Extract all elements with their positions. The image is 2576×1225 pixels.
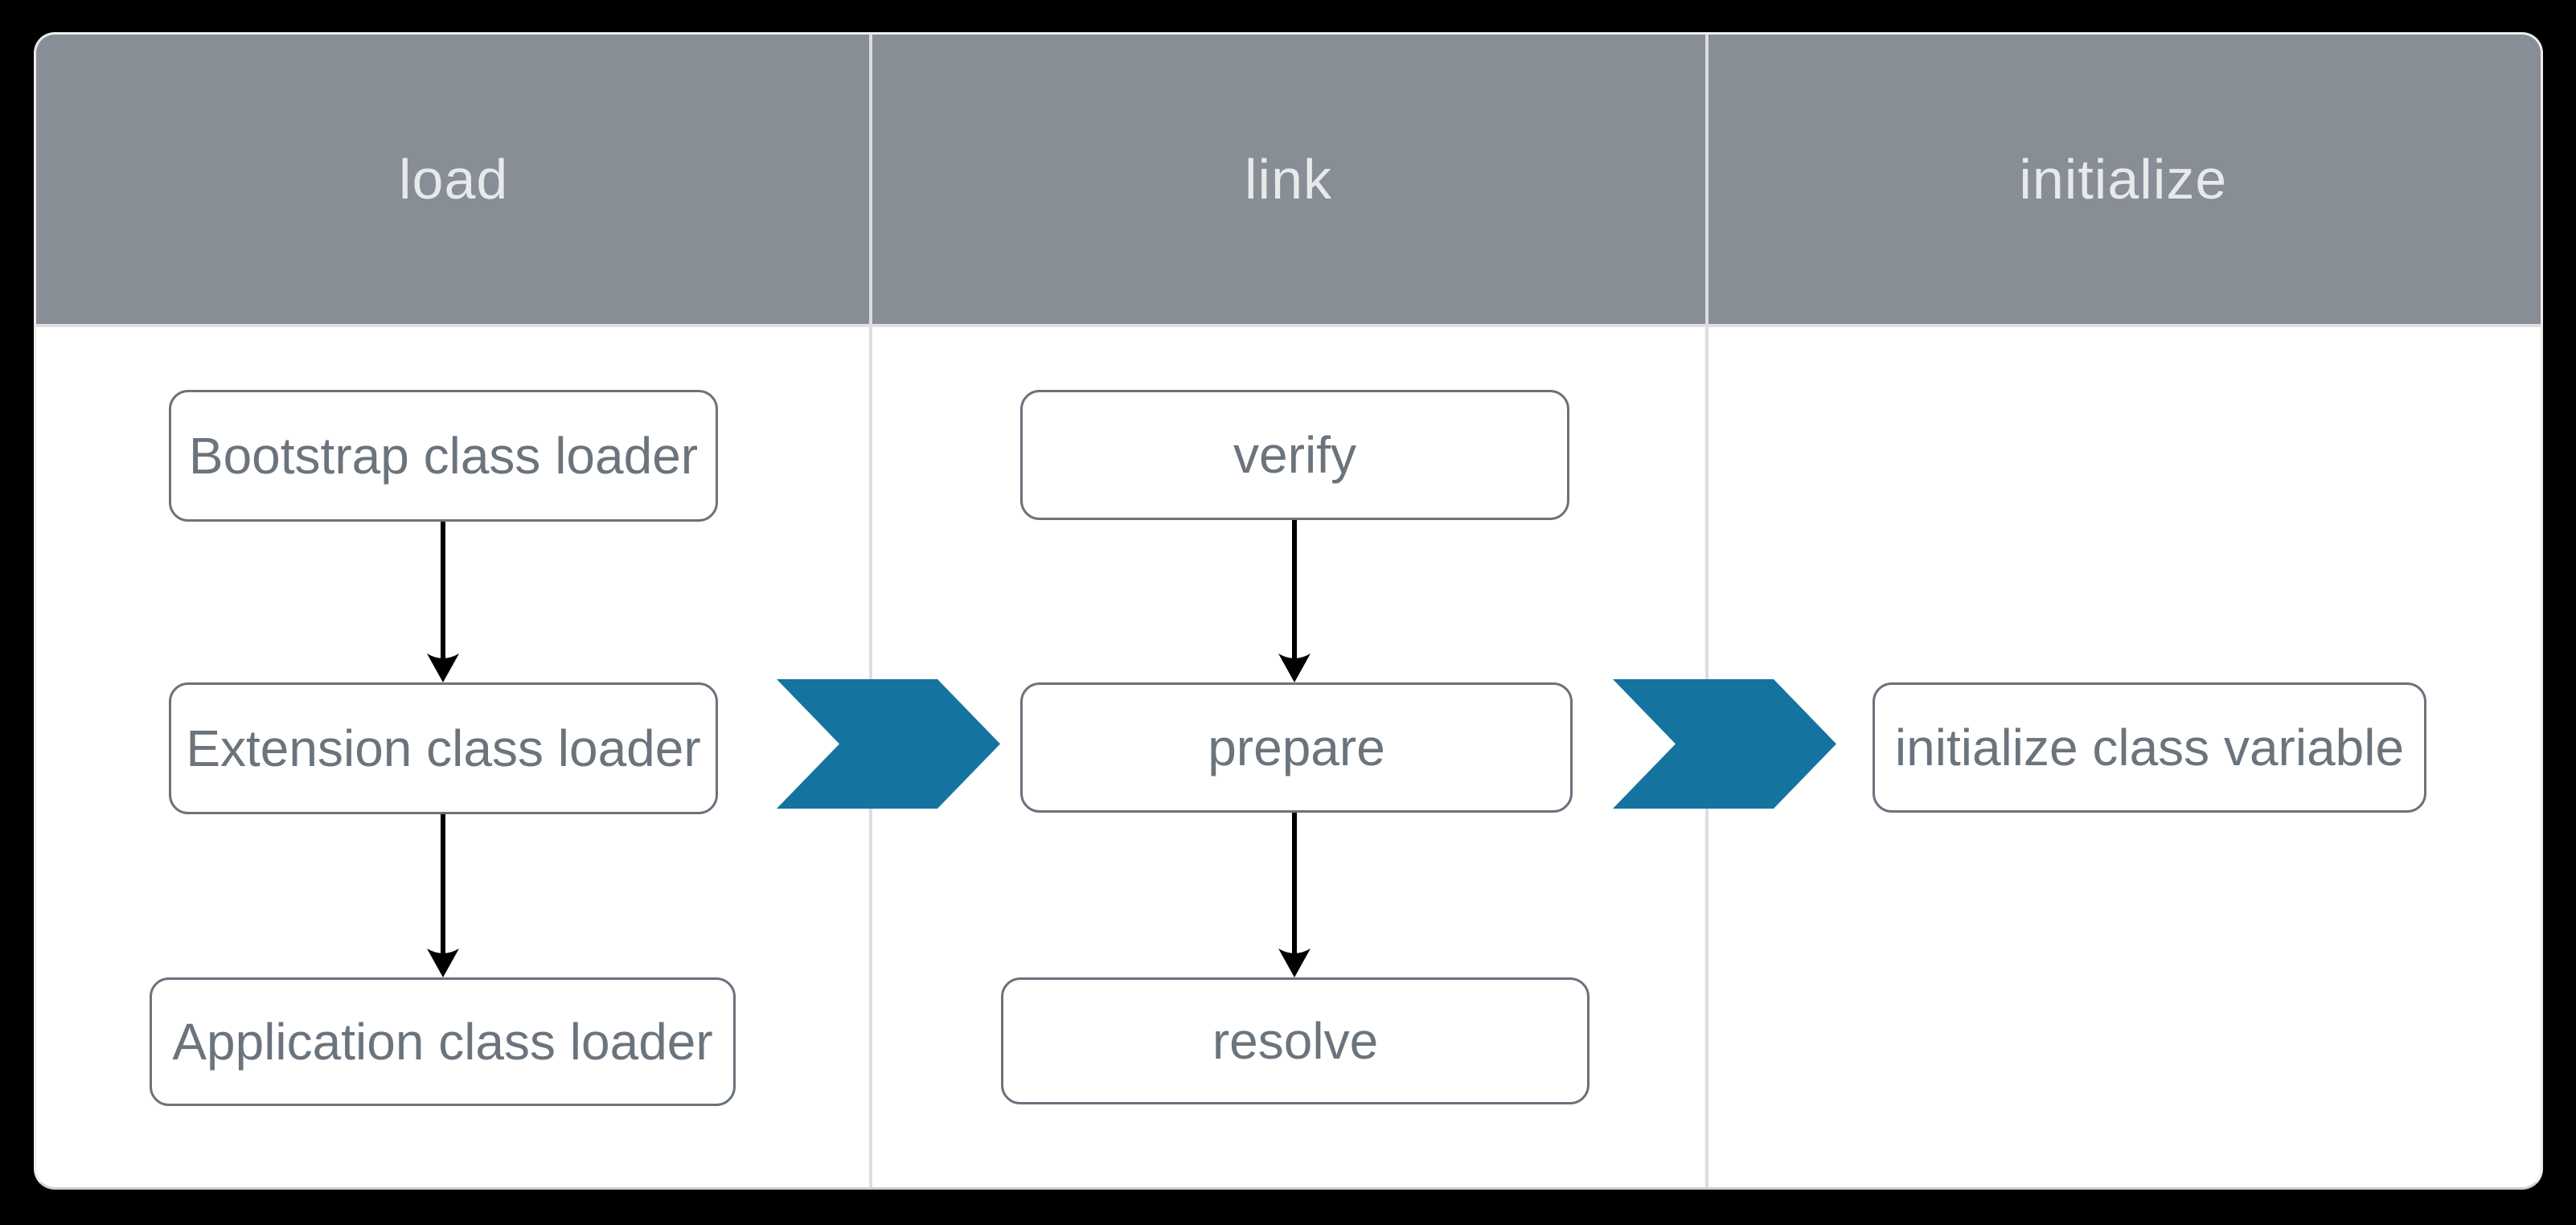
column-header-load: load	[398, 148, 509, 211]
node-resolve: resolve	[1001, 977, 1589, 1104]
arrow-down-icon	[1278, 520, 1311, 682]
node-application-class-loader: Application class loader	[150, 977, 736, 1106]
chevron-right-icon	[1613, 679, 1836, 809]
node-initialize-class-variable: initialize class variable	[1873, 682, 2426, 813]
column-header-initialize: initialize	[2019, 148, 2228, 211]
column-divider	[1705, 35, 1708, 1187]
column-divider	[869, 35, 872, 1187]
header-divider	[36, 324, 2541, 327]
node-bootstrap-class-loader: Bootstrap class loader	[169, 390, 718, 522]
header-row: load link initialize	[36, 35, 2541, 324]
chevron-right-icon	[777, 679, 1000, 809]
node-prepare: prepare	[1020, 682, 1573, 813]
node-extension-class-loader: Extension class loader	[169, 682, 718, 814]
lifecycle-panel: load link initialize Bootstrap class loa…	[34, 32, 2543, 1190]
arrow-down-icon	[1278, 813, 1311, 977]
node-verify: verify	[1020, 390, 1569, 520]
arrow-down-icon	[427, 814, 459, 977]
arrow-down-icon	[427, 522, 459, 682]
column-header-link: link	[1244, 148, 1333, 211]
